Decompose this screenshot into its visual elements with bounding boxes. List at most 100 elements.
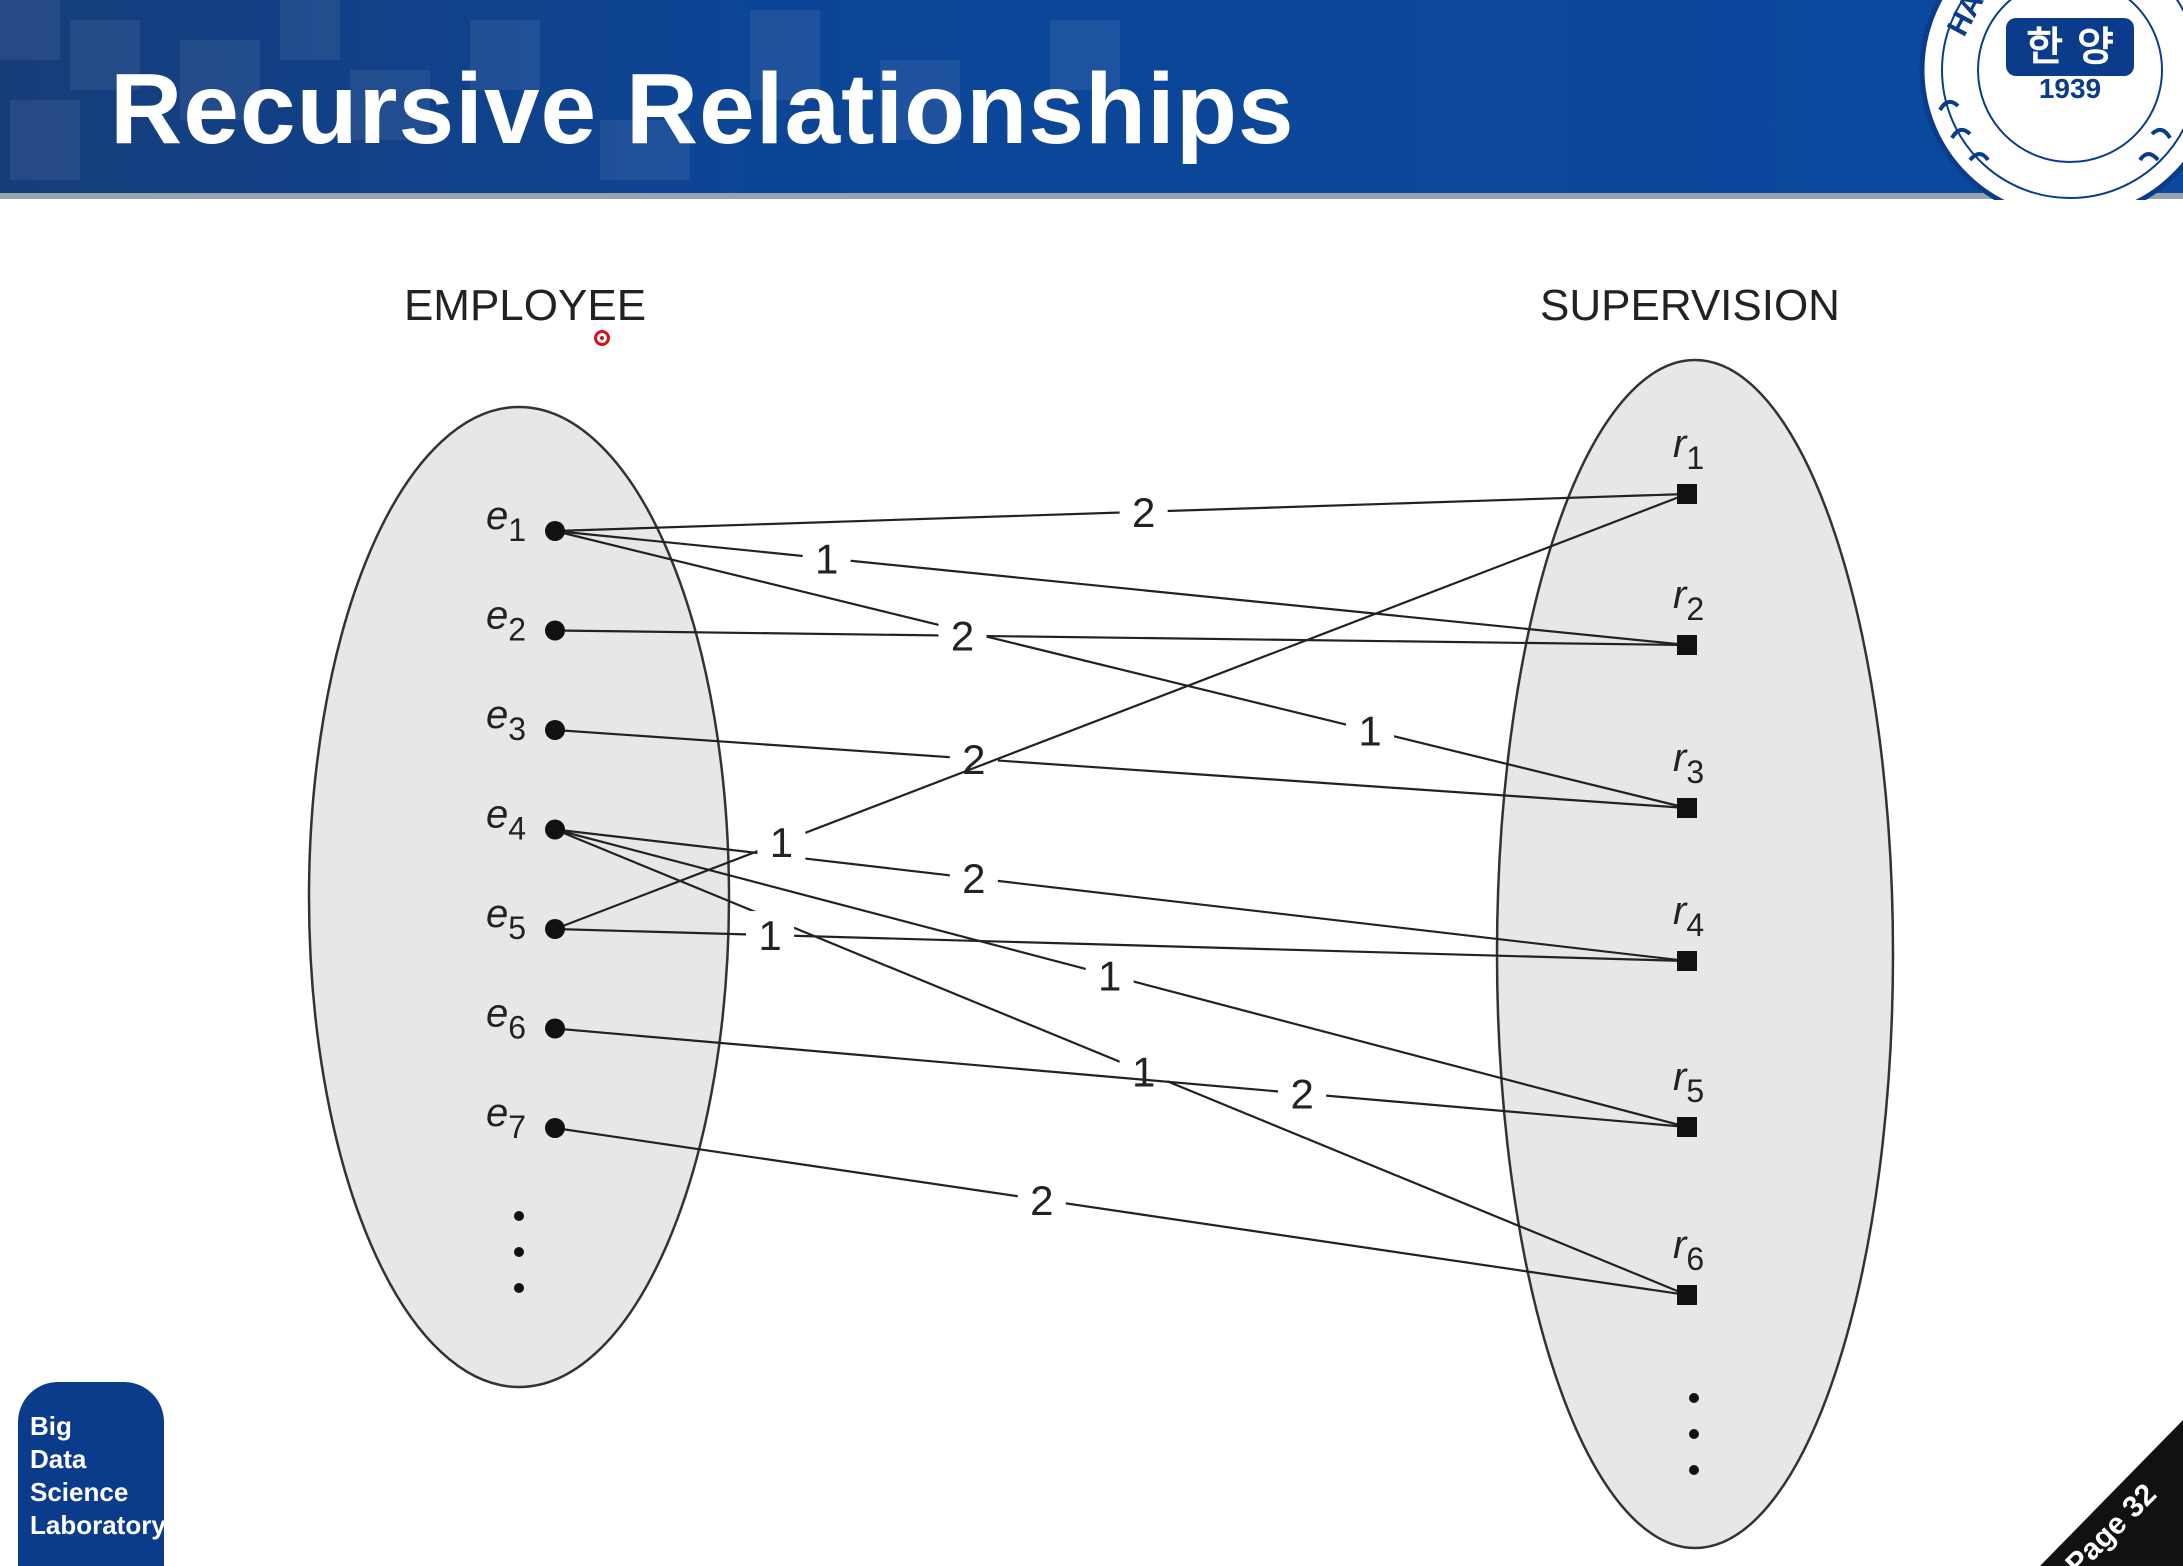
role-label-bg [938,611,987,660]
employee-entity: e3 [486,693,565,747]
role-link: 2 [554,1027,1688,1129]
role-number: 1 [758,912,781,959]
relationship-square [1677,635,1697,655]
role-number: 2 [951,613,974,660]
role-link: 2 [554,828,1688,963]
header-pattern-tile [180,40,260,120]
employee-entity: e6 [486,992,565,1046]
role-link: 1 [554,529,1688,810]
header-pattern-tile [600,120,690,180]
role-link: 2 [554,611,1688,660]
relationship-label: r6 [1673,1223,1704,1277]
role-link: 2 [554,1126,1688,1297]
supervision-instance: r4 [1673,889,1704,971]
lab-logo-text: Big Data Science Laboratory [30,1410,166,1542]
relationship-label: r1 [1673,422,1704,476]
laurel-decoration [1938,99,2172,162]
relationship-label: r2 [1673,573,1704,627]
role-link: 1 [554,911,1688,963]
seal-korean-text: 한 양 [2026,24,2114,70]
supervision-instance: r2 [1673,573,1704,655]
role-label-bg [1119,1047,1168,1096]
supervision-ellipsis [1689,1393,1699,1475]
role-label-bg [757,818,806,866]
entity-dot [545,521,565,541]
lab-logo-badge [18,1382,164,1566]
role-label-bg [949,854,998,903]
header-pattern-tile [70,20,140,90]
relationship-square [1677,1285,1697,1305]
supervision-set-label: SUPERVISION [1540,281,1840,330]
role-link: 1 [554,529,1688,647]
role-label-bg [1017,1175,1066,1224]
role-label-bg [1085,951,1134,1000]
slide-title: Recursive Relationships [110,53,1295,165]
header-pattern-tile [470,20,540,90]
role-link: 1 [554,492,1688,931]
header-pattern-tile [750,10,820,100]
lab-logo-line: Science [30,1477,129,1507]
seal-year: 1939 [2039,73,2101,104]
relationship-label: r3 [1673,736,1704,790]
role-link: 1 [554,828,1688,1297]
entity-dot [545,1018,565,1039]
entity-dot [545,1118,565,1138]
role-number: 2 [1030,1177,1053,1224]
relationship-square [1677,798,1697,818]
role-number: 1 [815,535,838,582]
employee-entity: e1 [486,494,565,548]
employee-label: e3 [486,693,526,747]
relationship-label: r5 [1673,1055,1704,1109]
relationship-label: r4 [1673,889,1704,943]
role-label-bg [746,911,795,960]
relationship-square [1677,951,1697,971]
employee-label: e5 [486,892,526,946]
role-number: 2 [1290,1071,1313,1118]
role-number: 1 [770,819,793,866]
header-pattern-tile [280,0,340,60]
employee-set-ellipse [307,405,731,1389]
employee-entity: e5 [486,892,565,946]
header-pattern-tile [10,100,80,180]
role-number: 2 [1132,489,1155,536]
employee-label: e1 [486,494,526,548]
header-pattern-tile [880,60,960,140]
header-pattern-tile [0,0,60,60]
header-pattern-tile [1050,20,1120,90]
employee-label: e7 [486,1091,526,1145]
supervision-instance: r6 [1673,1223,1704,1305]
seal-banner [2006,18,2134,76]
role-number: 1 [1132,1049,1155,1096]
role-number: 1 [1358,707,1381,754]
role-label-bg [802,534,851,583]
entity-dot [545,620,565,641]
lab-logo-line: Data [30,1444,87,1474]
entity-dot [545,720,565,740]
employee-label: e2 [486,594,526,648]
supervision-instance: r1 [1673,422,1704,504]
entity-dot [545,919,565,939]
lab-logo-line: Laboratory [30,1510,166,1540]
role-label-bg [1119,487,1168,536]
pointer-cursor-marker [594,330,610,346]
role-link: 2 [554,487,1688,536]
supervision-instance: r5 [1673,1055,1704,1137]
employee-label: e6 [486,992,526,1046]
employee-ellipsis [514,1211,524,1293]
employee-entity: e2 [486,594,565,648]
header-pattern-tile [350,70,430,140]
employee-entity: e4 [486,793,565,847]
role-label-bg [1278,1069,1327,1118]
university-seal: HAN 한 양 1939 [1919,0,2183,200]
supervision-instance: r3 [1673,736,1704,818]
entity-dot [545,819,565,840]
employee-set-label: EMPLOYEE [404,281,646,330]
relationship-square [1677,484,1697,504]
relationship-square [1677,1117,1697,1137]
role-link: 1 [554,828,1688,1129]
lab-logo-line: Big [30,1411,72,1441]
slide-header [0,0,2183,196]
role-label-bg [1346,706,1395,755]
role-number: 2 [962,855,985,902]
